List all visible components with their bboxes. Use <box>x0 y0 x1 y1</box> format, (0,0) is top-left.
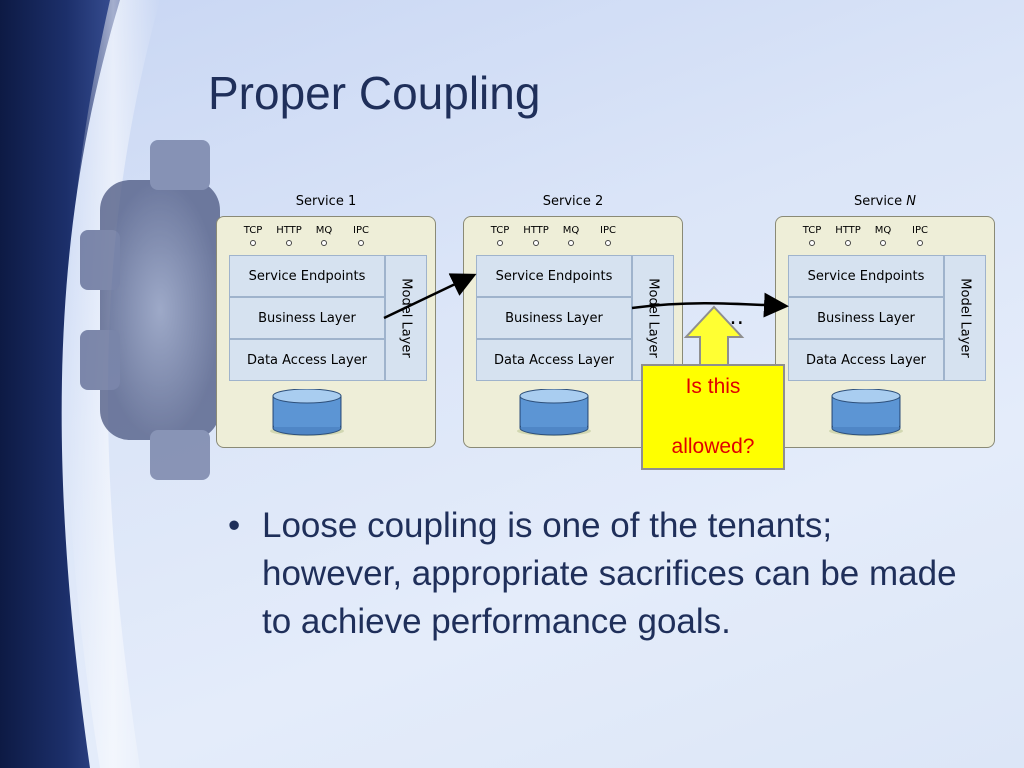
port-icon <box>809 240 815 246</box>
protocol-tcp: TCP <box>490 225 510 236</box>
bullet-list: • Loose coupling is one of the tenants; … <box>228 502 968 646</box>
bullet-icon: • <box>228 506 241 545</box>
service-2-label: Service 2 <box>463 194 683 209</box>
service-endpoints-layer: Service Endpoints <box>788 255 944 297</box>
protocol-ipc: IPC <box>912 225 928 236</box>
page-title: Proper Coupling <box>208 67 541 119</box>
port-icon <box>358 240 364 246</box>
business-layer: Business Layer <box>788 297 944 339</box>
service-endpoints-layer: Service Endpoints <box>476 255 632 297</box>
protocol-http: HTTP <box>835 225 861 236</box>
service-n-name: Service <box>854 194 907 209</box>
database-icon <box>270 389 344 436</box>
data-access-layer: Data Access Layer <box>229 339 385 381</box>
port-icon <box>286 240 292 246</box>
port-icon <box>917 240 923 246</box>
service-endpoints-layer: Service Endpoints <box>229 255 385 297</box>
business-layer: Business Layer <box>229 297 385 339</box>
protocol-tcp: TCP <box>243 225 263 236</box>
service-n-label: Service N <box>775 194 995 209</box>
arrow-service2-to-servicen <box>631 292 789 318</box>
business-layer: Business Layer <box>476 297 632 339</box>
service-2-name: Service 2 <box>542 194 604 209</box>
database-icon <box>829 389 903 436</box>
data-access-layer: Data Access Layer <box>788 339 944 381</box>
protocol-ipc: IPC <box>600 225 616 236</box>
port-icon <box>250 240 256 246</box>
service-2-box: TCP HTTP MQ IPC Service Endpoints Busine… <box>463 216 683 448</box>
port-icon <box>497 240 503 246</box>
protocol-http: HTTP <box>276 225 302 236</box>
callout-line-2: allowed? <box>671 435 755 458</box>
arrow-service1-to-service2 <box>383 273 477 320</box>
port-icon <box>605 240 611 246</box>
database-icon <box>517 389 591 436</box>
data-access-layer: Data Access Layer <box>476 339 632 381</box>
port-icon <box>880 240 886 246</box>
protocol-mq: MQ <box>315 225 333 236</box>
protocol-mq: MQ <box>562 225 580 236</box>
bullet-item: • Loose coupling is one of the tenants; … <box>228 502 968 646</box>
protocol-mq: MQ <box>874 225 892 236</box>
model-layer: Model Layer <box>944 255 986 381</box>
protocol-http: HTTP <box>523 225 549 236</box>
service-n-box: TCP HTTP MQ IPC Service Endpoints Busine… <box>775 216 995 448</box>
protocol-tcp: TCP <box>802 225 822 236</box>
port-icon <box>533 240 539 246</box>
port-icon <box>568 240 574 246</box>
port-icon <box>321 240 327 246</box>
callout-line-1: Is this <box>685 375 741 398</box>
service-1-box: TCP HTTP MQ IPC Service Endpoints Busine… <box>216 216 436 448</box>
service-1-label: Service 1 <box>216 194 436 209</box>
service-1-name: Service 1 <box>295 194 357 209</box>
bullet-text: Loose coupling is one of the tenants; ho… <box>262 506 957 641</box>
port-icon <box>845 240 851 246</box>
callout-box: Is this allowed? <box>641 364 785 470</box>
service-n-name-italic: N <box>906 194 916 209</box>
protocol-ipc: IPC <box>353 225 369 236</box>
